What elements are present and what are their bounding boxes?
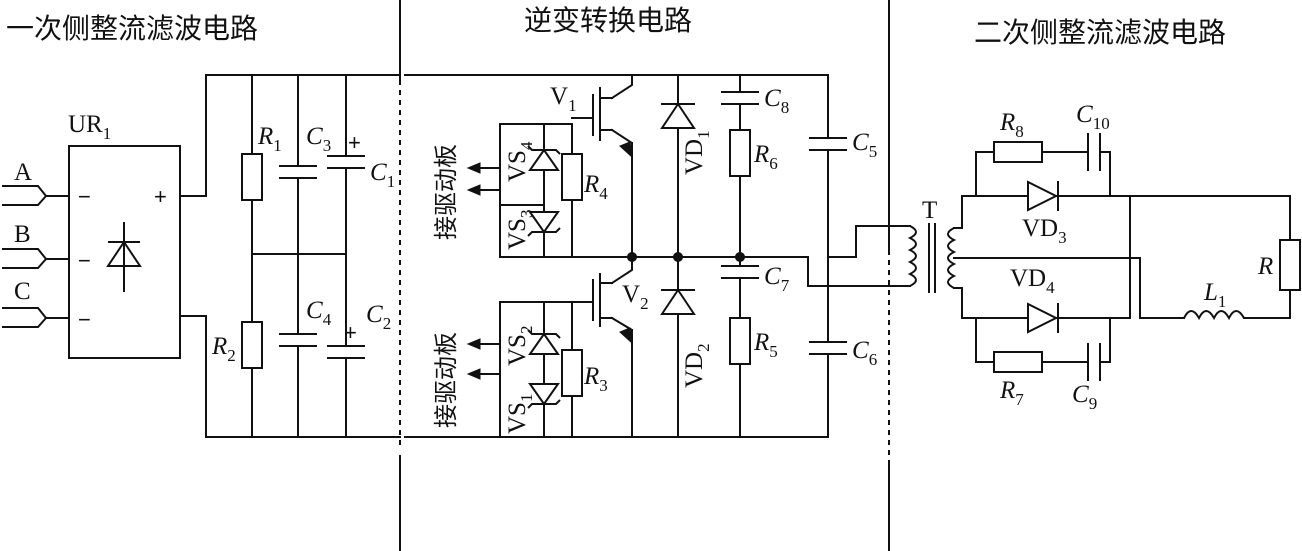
rectifier-ur1: UR1 − − − + — [68, 111, 181, 359]
svg-text:R7: R7 — [999, 377, 1024, 409]
svg-text:VD3: VD3 — [1022, 215, 1067, 247]
resistor-load: R — [1257, 239, 1301, 291]
svg-text:−: − — [78, 307, 91, 332]
transistor-v2: V2 — [571, 273, 649, 345]
svg-text:R8: R8 — [999, 109, 1024, 141]
inverter-wiring — [404, 74, 829, 438]
svg-text:VD2: VD2 — [681, 343, 713, 388]
resistor-r5: R5 — [729, 317, 778, 365]
capacitor-c8: C8 — [721, 85, 789, 117]
node-midpoint-2 — [673, 252, 683, 262]
svg-text:+: + — [154, 184, 167, 209]
svg-text:V1: V1 — [550, 83, 577, 115]
svg-text:C6: C6 — [852, 337, 877, 369]
input-terminal-a: A — [2, 159, 69, 206]
capacitor-c7: C7 — [721, 263, 790, 295]
svg-text:T: T — [922, 197, 937, 224]
svg-text:V2: V2 — [622, 281, 649, 313]
svg-text:R1: R1 — [257, 123, 282, 155]
svg-text:L1: L1 — [1203, 279, 1226, 311]
capacitor-c3: C3 — [279, 123, 331, 179]
svg-text:A: A — [14, 159, 32, 186]
svg-text:−: − — [78, 248, 91, 273]
capacitor-c10: C10 — [1076, 101, 1110, 171]
svg-text:C1: C1 — [370, 159, 395, 191]
capacitor-c6: C6 — [809, 337, 877, 369]
svg-text:R4: R4 — [583, 171, 608, 203]
secondary-wiring — [975, 151, 1291, 363]
drive-block-upper: R4 VS4 VS3 接驱动板 — [432, 123, 608, 258]
diode-vd2: VD2 — [660, 288, 713, 388]
svg-text:+: + — [344, 320, 357, 345]
svg-text:VS2: VS2 — [504, 326, 536, 366]
svg-text:接驱动板: 接驱动板 — [432, 332, 460, 428]
diode-vd1: VD1 — [660, 102, 713, 175]
input-terminal-c: C — [2, 278, 69, 328]
svg-text:接驱动板: 接驱动板 — [432, 144, 460, 240]
resistor-r1: R1 — [241, 123, 282, 201]
svg-text:C9: C9 — [1072, 381, 1097, 413]
svg-text:C7: C7 — [764, 263, 790, 295]
inductor-l1: L1 — [1183, 279, 1245, 321]
svg-text:C3: C3 — [306, 123, 331, 155]
diode-vd3: VD3 — [1022, 180, 1067, 247]
svg-text:R6: R6 — [753, 141, 778, 173]
capacitor-c9: C9 — [1072, 343, 1101, 413]
input-terminal-b: B — [2, 221, 69, 269]
svg-text:R2: R2 — [211, 333, 236, 365]
svg-text:C4: C4 — [306, 297, 332, 329]
svg-text:B: B — [14, 221, 31, 248]
capacitor-c4: C4 — [279, 297, 332, 347]
svg-text:VS3: VS3 — [504, 210, 536, 250]
resistor-r2: R2 — [211, 321, 263, 369]
section-title-primary: 一次侧整流滤波电路 — [6, 12, 258, 45]
node-midpoint-1 — [627, 252, 637, 262]
transistor-v1: V1 — [550, 83, 633, 159]
svg-text:R: R — [1257, 253, 1273, 280]
resistor-r8: R8 — [993, 109, 1043, 163]
resistor-r6: R6 — [729, 129, 778, 177]
capacitor-c1: + C1 — [327, 130, 395, 191]
svg-text:UR1: UR1 — [68, 111, 111, 143]
drive-block-lower: R3 VS2 VS1 接驱动板 — [432, 301, 608, 438]
primary-wiring — [179, 74, 401, 438]
transformer-t: T — [827, 195, 1141, 319]
diode-vd4: VD4 — [1010, 265, 1059, 334]
svg-text:VS1: VS1 — [504, 394, 536, 434]
svg-text:VD4: VD4 — [1010, 265, 1055, 297]
svg-text:R5: R5 — [753, 329, 778, 361]
resistor-r7: R7 — [993, 351, 1043, 409]
svg-text:C10: C10 — [1076, 101, 1110, 133]
capacitor-c5: C5 — [809, 129, 877, 161]
svg-text:R3: R3 — [583, 363, 608, 395]
svg-text:C: C — [14, 278, 31, 305]
svg-text:C5: C5 — [852, 129, 877, 161]
svg-text:VS4: VS4 — [504, 141, 536, 182]
capacitor-c2: + C2 — [327, 301, 391, 359]
section-title-secondary: 二次侧整流滤波电路 — [974, 16, 1226, 49]
svg-text:+: + — [348, 130, 361, 155]
svg-text:−: − — [78, 184, 91, 209]
section-title-inverter: 逆变转换电路 — [524, 4, 692, 37]
svg-text:C2: C2 — [366, 301, 391, 333]
svg-text:C8: C8 — [764, 85, 789, 117]
node-midpoint-3 — [735, 252, 745, 262]
svg-text:VD1: VD1 — [681, 130, 713, 175]
